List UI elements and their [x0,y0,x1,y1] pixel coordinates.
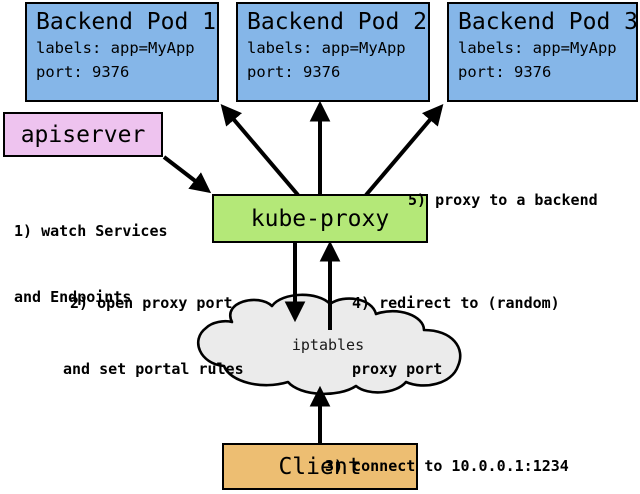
edge-label-4-line1: 4) redirect to (random) [352,294,560,312]
edge-kubeproxy-to-pod1 [220,104,300,197]
client-title: Client [278,453,362,480]
pod-1-title: Backend Pod 1 [36,9,217,35]
edge-apiserver-to-kubeproxy [162,155,212,194]
node-iptables[interactable]: iptables [188,300,468,398]
node-backend-pod-2[interactable]: Backend Pod 2 labels: app=MyApp port: 93… [236,2,430,102]
edge-label-4-line2: proxy port [352,360,443,378]
edge-label-2: 2) open proxy port and set portal rules [63,248,244,424]
edge-label-2-line2: and set portal rules [63,360,244,378]
edge-label-3: 3) connect to 10.0.0.1:1234 [325,411,569,494]
pod-1-port: port: 9376 [36,63,130,81]
pod-1-labels: labels: app=MyApp [36,39,195,57]
edge-label-5-line1: 5) proxy to a backend [408,191,598,209]
edge-label-5: 5) proxy to a backend [408,145,598,255]
node-kube-proxy[interactable]: kube-proxy [212,194,428,243]
pod-2-labels: labels: app=MyApp [247,39,406,57]
kube-proxy-title: kube-proxy [250,205,390,232]
edge-label-3-line1: 3) connect to 10.0.0.1:1234 [325,457,569,475]
edge-label-1-line1: 1) watch Services [14,222,168,240]
node-client[interactable]: Client [222,443,418,490]
edge-label-1-line2: and Endpoints [14,288,132,306]
iptables-cloud-shape [196,293,462,396]
node-backend-pod-3[interactable]: Backend Pod 3 labels: app=MyApp port: 93… [447,2,638,102]
pod-2-title: Backend Pod 2 [247,9,428,35]
pod-3-port: port: 9376 [458,63,552,81]
pod-3-title: Backend Pod 3 [458,9,639,35]
pod-2-port: port: 9376 [247,63,341,81]
edge-label-1: 1) watch Services and Endpoints [14,176,168,352]
node-apiserver[interactable]: apiserver [3,112,163,157]
iptables-title: iptables [291,336,365,354]
apiserver-title: apiserver [20,121,146,148]
node-backend-pod-1[interactable]: Backend Pod 1 labels: app=MyApp port: 93… [25,2,219,102]
edge-kubeproxy-to-pod3 [364,104,444,197]
edge-label-4: 4) redirect to (random) proxy port [352,248,560,424]
pod-3-labels: labels: app=MyApp [458,39,617,57]
edge-label-2-line1: 2) open proxy port [70,294,233,312]
